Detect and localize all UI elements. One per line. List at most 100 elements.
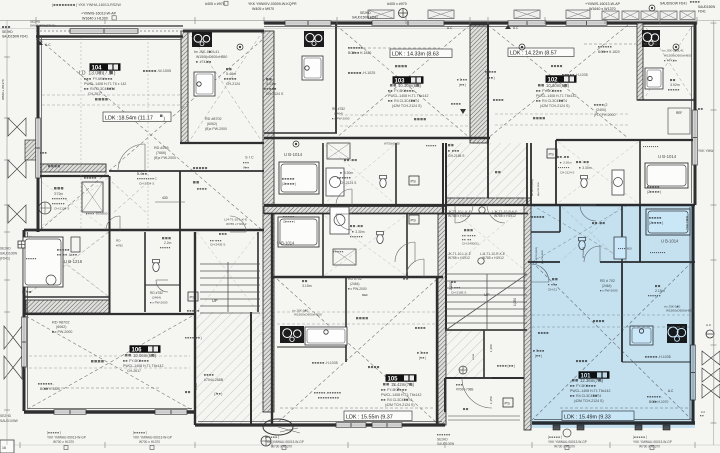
svg-text:U B-1014: U B-1014 (284, 152, 303, 157)
svg-text:W730 x H1370: W730 x H1370 (271, 445, 292, 449)
svg-text:#741/: #741/ (199, 60, 209, 64)
svg-text:LDK : 15.55m (9.37: LDK : 15.55m (9.37 (346, 414, 393, 420)
svg-text:W785 x H1912: W785 x H1912 (448, 256, 470, 260)
svg-text:#741/: #741/ (666, 59, 675, 63)
svg-text:(B)x PW-2000: (B)x PW-2000 (538, 182, 540, 196)
svg-text:3-4: 3-4 (701, 410, 705, 414)
svg-text:x PW-2000: x PW-2000 (350, 287, 366, 291)
svg-text:RD #782: RD #782 (332, 107, 345, 111)
svg-text:PWCL-1408 H-T1 T6x142: PWCL-1408 H-T1 T6x142 (123, 364, 163, 368)
svg-text:3.92m: 3.92m (670, 83, 680, 87)
svg-text:(2: (2 (282, 182, 285, 186)
svg-text:12.42m(7.5: 12.42m(7.5 (390, 382, 414, 387)
svg-text:106: 106 (132, 347, 143, 353)
svg-text:1,150: 1,150 (489, 396, 493, 404)
svg-text:U B-1014: U B-1014 (277, 241, 295, 246)
svg-text:REF: REF (676, 111, 682, 115)
svg-text:PWCL-1408 H-T1 T6x142: PWCL-1408 H-T1 T6x142 (381, 393, 421, 397)
svg-text:(7666): (7666) (156, 151, 166, 155)
svg-text:): ) (155, 353, 157, 358)
svg-text:UP: UP (484, 292, 490, 297)
svg-text:-H-1035: -H-1035 (325, 361, 338, 365)
svg-text:SE2HD: SE2HD (437, 438, 448, 442)
svg-text:(42M TCH-2124 S): (42M TCH-2124 S) (385, 403, 415, 407)
svg-text:SE2HD: SE2HD (0, 247, 11, 251)
svg-text:RD #8702 (6062): RD #8702 (6062) (532, 179, 534, 196)
svg-text:): ) (114, 71, 116, 77)
svg-text:U B-1014: U B-1014 (658, 154, 677, 159)
svg-text:CH-2124 S: CH-2124 S (340, 181, 357, 185)
svg-text:103: 103 (395, 78, 406, 84)
svg-text:SAUD100W: SAUD100W (437, 442, 454, 446)
svg-text:RD #266: RD #266 (154, 146, 169, 150)
svg-text:-: - (356, 223, 358, 228)
svg-text:): ) (494, 76, 495, 80)
svg-text:+YMWS-16013-W-AP: +YMWS-16013-W-AP (585, 2, 621, 6)
svg-text:SAUD150W: SAUD150W (698, 5, 715, 9)
svg-text:SAUD100W: SAUD100W (0, 252, 17, 256)
svg-text:SAUD150W FD41: SAUD150W FD41 (352, 16, 378, 20)
svg-text:W1500xD600xH850: W1500xD600xH850 (294, 313, 322, 317)
svg-text:W700 x H1370: W700 x H1370 (139, 440, 160, 444)
svg-text:#405 x #970: #405 x #970 (387, 2, 407, 6)
svg-text:LJK-T1-10-R-K-E: LJK-T1-10-R-K-E (492, 210, 518, 214)
svg-text:YKK YMWAU-06013-W-GP: YKK YMWAU-06013-W-GP (133, 436, 172, 440)
svg-text:): ) (60, 431, 61, 435)
svg-text:SAUDISOW FD41: SAUDISOW FD41 (660, 2, 687, 6)
svg-text:SE2HD: SE2HD (2, 30, 13, 34)
svg-text:): ) (164, 116, 166, 121)
svg-text:PS: PS (549, 152, 555, 157)
svg-text:GH-2185 S: GH-2185 S (448, 154, 465, 158)
svg-text:x PW-2000: x PW-2000 (334, 117, 350, 121)
svg-text:LDK :18.54m (11.17: LDK :18.54m (11.17 (105, 115, 153, 121)
svg-text:CH-2124 S: CH-2124 S (560, 170, 574, 174)
svg-text:(: ( (133, 431, 135, 435)
svg-text:PWCL-1408 H-T1 T6 x 142: PWCL-1408 H-T1 T6 x 142 (84, 82, 126, 86)
svg-text:YKK YMWAU-06013-W-GP: YKK YMWAU-06013-W-GP (265, 440, 304, 444)
svg-text:1,300: 1,300 (489, 344, 493, 352)
svg-text:3.30m: 3.30m (354, 230, 364, 234)
svg-text:): ) (465, 83, 466, 87)
svg-text:): ) (294, 220, 295, 224)
svg-text:x PW-2000: x PW-2000 (152, 301, 168, 305)
svg-text:(2464): (2464) (350, 282, 360, 286)
svg-text:(: ( (459, 83, 461, 87)
svg-text:-: - (53, 382, 54, 386)
svg-text:YKK YMWAU-06013-W-GP: YKK YMWAU-06013-W-GP (548, 440, 587, 444)
svg-text:(2: (2 (283, 220, 286, 224)
svg-text:W785 x H1912: W785 x H1912 (448, 214, 470, 218)
svg-text:5.46m: 5.46m (226, 72, 236, 76)
svg-text:): ) (568, 83, 570, 88)
svg-text:REF: REF (362, 293, 368, 297)
svg-text:7: 7 (420, 351, 422, 355)
svg-text:W700 x H1370: W700 x H1370 (53, 440, 74, 444)
svg-text:CH-2185 S: CH-2185 S (451, 291, 466, 295)
svg-text:-: - (326, 391, 327, 395)
svg-text:#7044: #7044 (473, 353, 475, 360)
svg-text:) YKK YWHA-16013-RS2W: ) YKK YWHA-16013-RS2W (76, 3, 121, 7)
svg-text:CH-2124: CH-2124 (226, 82, 240, 86)
svg-text:3.72m: 3.72m (54, 192, 63, 196)
svg-text:CH-2400(S): CH-2400(S) (462, 242, 479, 246)
svg-text:SAUD150W(FD41): SAUD150W(FD41) (30, 24, 56, 28)
svg-text:(: ( (507, 364, 509, 368)
svg-text:(42M TCH-2124 S): (42M TCH-2124 S) (540, 104, 570, 108)
svg-text:W785 x H1912: W785 x H1912 (226, 222, 247, 226)
svg-text:IL41: IL41 (212, 50, 220, 54)
svg-text:(: ( (419, 356, 421, 360)
svg-text:): ) (295, 182, 296, 186)
svg-text:W1640 x W1370: W1640 x W1370 (589, 7, 616, 11)
svg-text:SE2HD: SE2HD (0, 414, 12, 418)
svg-text:(: ( (52, 3, 54, 7)
svg-text:tm JSK-150: tm JSK-150 (292, 309, 309, 313)
svg-text:W1500xD600xH850: W1500xD600xH850 (664, 54, 692, 58)
svg-text:FY-6KV: FY-6KV (128, 359, 142, 363)
svg-text:(2: (2 (604, 103, 607, 107)
svg-text:A.C: A.C (513, 26, 519, 30)
svg-text:PS: PS (190, 295, 196, 300)
svg-text:HP-: HP- (22, 290, 29, 294)
svg-text:#782: #782 (116, 244, 123, 248)
svg-text:LDK : 14.33m (8.63: LDK : 14.33m (8.63 (392, 51, 439, 57)
svg-text:R4 CL3C4TKT4: R4 CL3C4TKT4 (393, 99, 419, 103)
svg-text:(2464): (2464) (334, 112, 343, 116)
